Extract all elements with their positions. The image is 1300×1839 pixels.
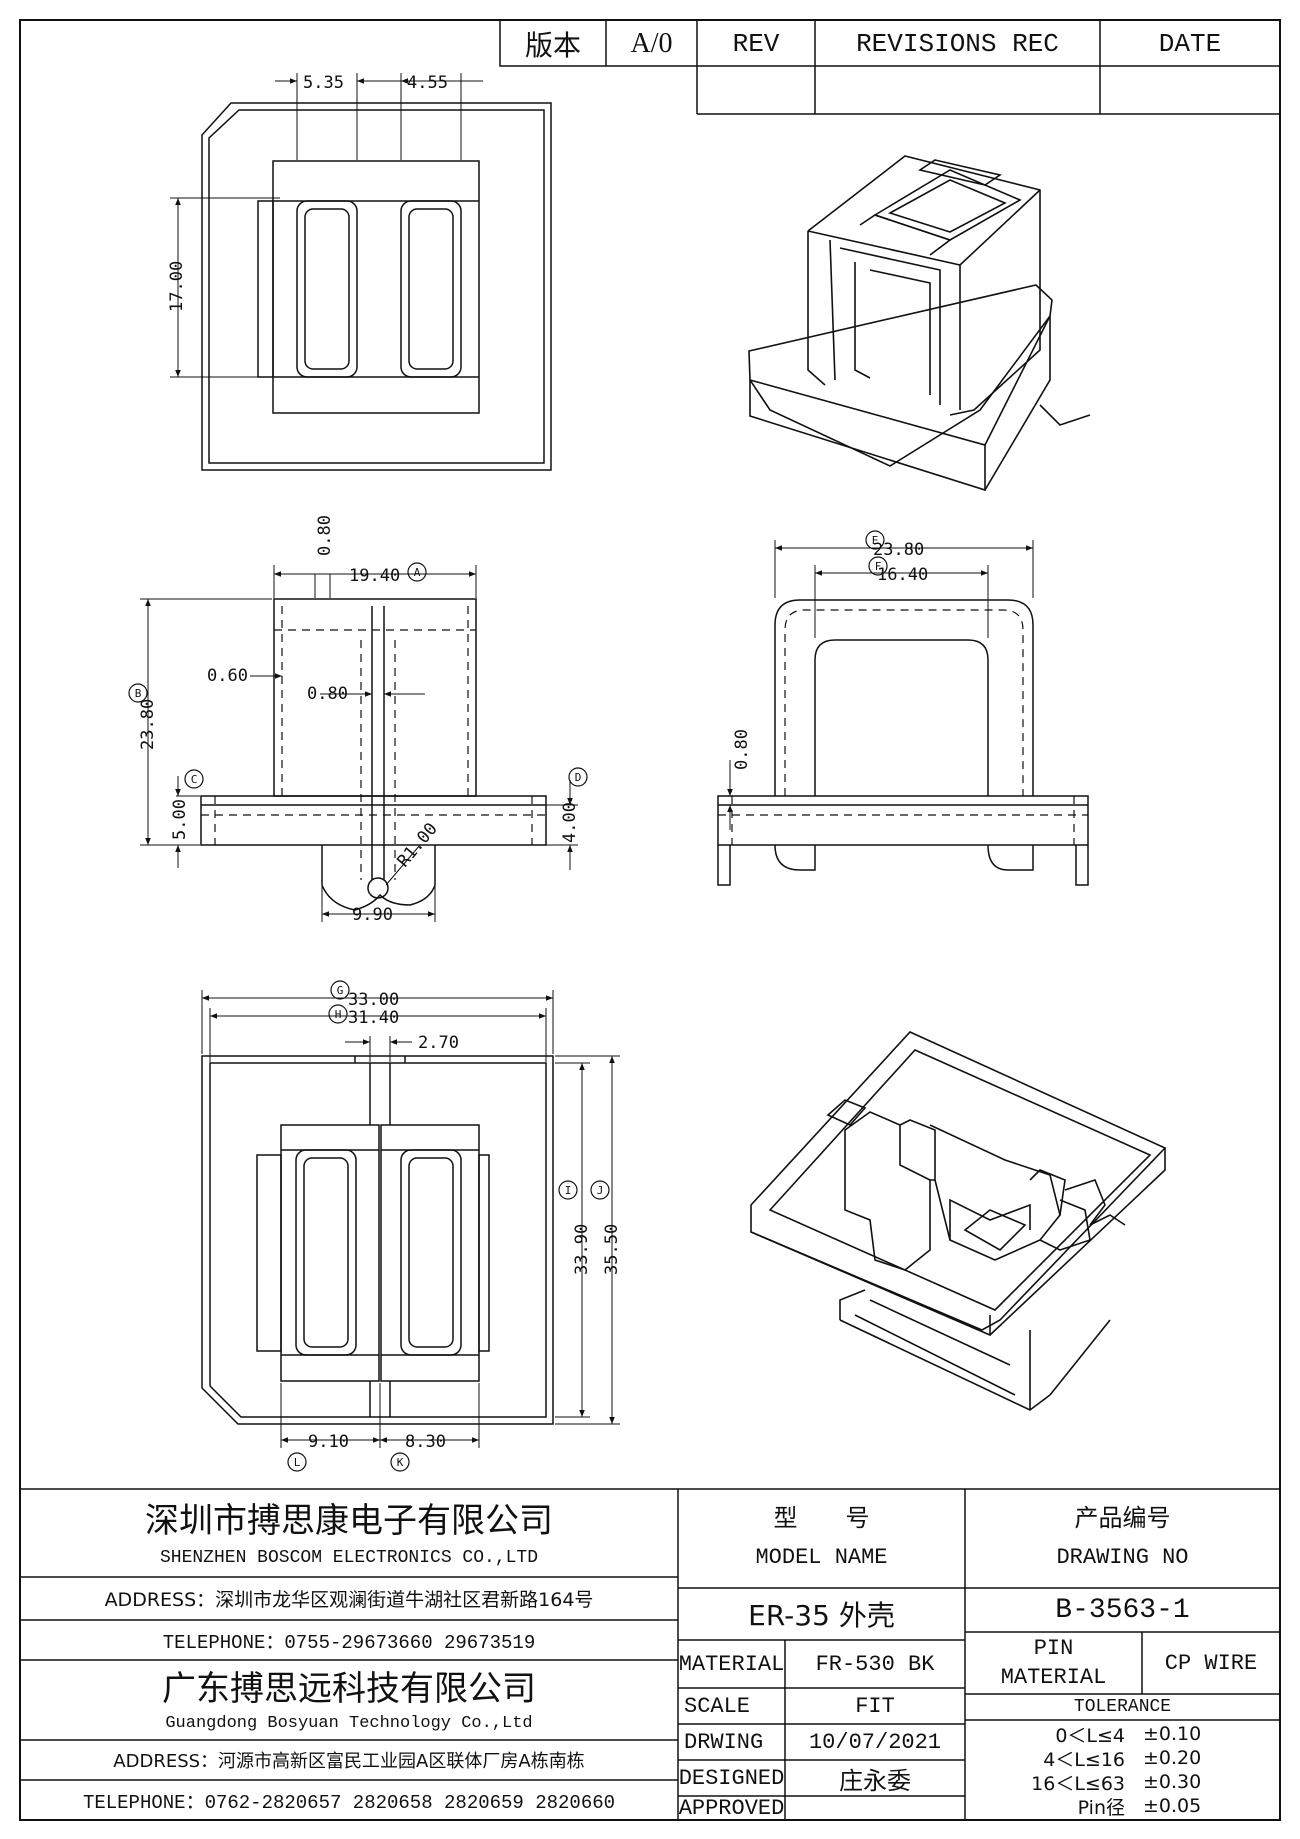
drawing-date: 10/07/2021 xyxy=(808,1729,942,1755)
designed-value: 庄永委 xyxy=(839,1766,911,1795)
datum-b: B xyxy=(135,687,142,700)
dim-top-5-35: 5.35 xyxy=(303,73,344,93)
model-value: ER-35 外壳 xyxy=(748,1599,895,1632)
datum-circles xyxy=(128,530,888,1472)
datum-f: F xyxy=(875,560,882,573)
address-2: ADDRESS：河源市高新区富民工业园A区联体厂房A栋南栋 xyxy=(113,1751,585,1772)
material-label: MATERIAL xyxy=(678,1651,785,1677)
dim-front-0-80-mid: 0.80 xyxy=(307,684,348,704)
tolerance-row: 0＜L≤4 ±0.10 xyxy=(965,1722,1280,1747)
tolerance-range: 16＜L≤63 xyxy=(1031,1772,1125,1795)
tolerance-value: ±0.05 xyxy=(1143,1795,1202,1817)
bottom-view xyxy=(201,1055,554,1425)
dim-front-4-00: 4.00 xyxy=(560,802,580,843)
tolerance-value: ±0.20 xyxy=(1143,1747,1202,1769)
drawing-no-value: B-3563-1 xyxy=(1055,1594,1190,1626)
approved-label: APPROVED xyxy=(678,1795,785,1821)
designed-label: DESIGNED xyxy=(678,1765,785,1791)
dim-side-0-80: 0.80 xyxy=(732,729,752,770)
dim-bottom-35-50: 35.50 xyxy=(602,1224,622,1275)
tolerance-value: ±0.30 xyxy=(1143,1771,1202,1793)
datum-g: G xyxy=(337,984,344,997)
top-view xyxy=(201,102,552,471)
address-1: ADDRESS：深圳市龙华区观澜街道牛湖社区君新路164号 xyxy=(104,1589,594,1611)
drawing-no-label-en: DRAWING NO xyxy=(1056,1544,1189,1570)
datum-a: A xyxy=(414,566,421,579)
pin-material-label-1: PIN xyxy=(1033,1635,1074,1661)
front-view xyxy=(200,598,547,911)
rev-header: REV xyxy=(732,29,780,59)
datum-letters: A B C D E F G H I J K L xyxy=(135,534,882,1469)
tolerance-row: 16＜L≤63 ±0.30 xyxy=(965,1770,1280,1795)
dim-side-16-40: 16.40 xyxy=(877,565,928,585)
datum-j: J xyxy=(597,1184,604,1197)
company-name-en: SHENZHEN BOSCOM ELECTRONICS CO.,LTD xyxy=(159,1548,539,1568)
revision-table-lines xyxy=(499,19,1281,115)
drawing-label: DRWING xyxy=(684,1729,764,1755)
model-label-en: MODEL NAME xyxy=(755,1544,888,1570)
dim-front-19-40: 19.40 xyxy=(349,566,400,586)
company2-name-cn: 广东搏思远科技有限公司 xyxy=(162,1668,536,1709)
iso-view-bottom xyxy=(750,1031,1167,1411)
telephone-1: TELEPHONE：0755-29673660 29673519 xyxy=(162,1631,536,1654)
dim-front-0-80-top: 0.80 xyxy=(315,515,335,556)
front-view-hidden xyxy=(201,606,546,880)
dim-bottom-31-40: 31.40 xyxy=(348,1008,399,1028)
dim-front-9-90: 9.90 xyxy=(352,905,393,925)
dim-front-0-60: 0.60 xyxy=(207,666,248,686)
bottom-view-dims xyxy=(201,990,620,1448)
datum-k: K xyxy=(397,1456,404,1469)
dim-front-23-80: 23.80 xyxy=(138,699,158,750)
company-name-cn: 深圳市搏思康电子有限公司 xyxy=(145,1500,553,1541)
scale-value: FIT xyxy=(855,1693,895,1719)
side-view xyxy=(717,599,1089,886)
dim-front-5-00: 5.00 xyxy=(170,799,190,840)
date-header: DATE xyxy=(1158,29,1222,59)
tolerance-table: 0＜L≤4 ±0.10 4＜L≤16 ±0.20 16＜L≤63 ±0.30 P… xyxy=(965,1722,1280,1820)
dim-bottom-2-70: 2.70 xyxy=(418,1033,459,1053)
tolerance-range: 4＜L≤16 xyxy=(1043,1748,1125,1771)
side-view-hidden xyxy=(718,609,1088,845)
version-value: A/0 xyxy=(630,28,673,59)
dim-bottom-33-90: 33.90 xyxy=(572,1224,592,1275)
datum-e: E xyxy=(872,534,879,547)
title-block-lines xyxy=(20,1488,1280,1820)
dim-bottom-9-10: 9.10 xyxy=(308,1432,349,1452)
revisions-header: REVISIONS REC xyxy=(856,29,1059,59)
pin-material-label-2: MATERIAL xyxy=(1000,1664,1107,1690)
model-label-cn: 型 号 xyxy=(773,1503,870,1532)
version-label: 版本 xyxy=(524,31,581,62)
side-view-dims xyxy=(727,540,1034,830)
datum-l: L xyxy=(294,1456,301,1469)
telephone-2: TELEPHONE：0762-2820657 2820658 2820659 2… xyxy=(82,1791,616,1814)
top-view-dims xyxy=(170,73,483,378)
scale-label: SCALE xyxy=(684,1693,751,1719)
tolerance-label: TOLERANCE xyxy=(1073,1697,1172,1717)
tolerance-value: ±0.10 xyxy=(1143,1723,1202,1745)
drawing-no-label-cn: 产品编号 xyxy=(1074,1503,1171,1532)
iso-view-top xyxy=(748,155,1091,492)
tolerance-row: Pin径 ±0.05 xyxy=(965,1794,1280,1819)
pin-material-value: CP WIRE xyxy=(1164,1650,1258,1676)
tolerance-row: 4＜L≤16 ±0.20 xyxy=(965,1746,1280,1771)
datum-h: H xyxy=(335,1008,342,1021)
tolerance-range: Pin径 xyxy=(1077,1796,1125,1819)
dim-top-17-00: 17.00 xyxy=(167,261,187,312)
dim-bottom-8-30: 8.30 xyxy=(405,1432,446,1452)
dim-bottom-33-00: 33.00 xyxy=(348,990,399,1010)
dim-top-4-55: 4.55 xyxy=(407,73,448,93)
datum-i: I xyxy=(565,1184,572,1197)
company2-name-en: Guangdong Bosyuan Technology Co.,Ltd xyxy=(165,1713,533,1733)
datum-c: C xyxy=(191,773,198,786)
material-value: FR-530 BK xyxy=(815,1651,935,1677)
dim-side-23-80: 23.80 xyxy=(873,540,924,560)
tolerance-range: 0＜L≤4 xyxy=(1055,1724,1125,1747)
datum-d: D xyxy=(575,771,582,784)
approved-value xyxy=(785,1796,965,1820)
front-view-dims xyxy=(140,565,578,922)
